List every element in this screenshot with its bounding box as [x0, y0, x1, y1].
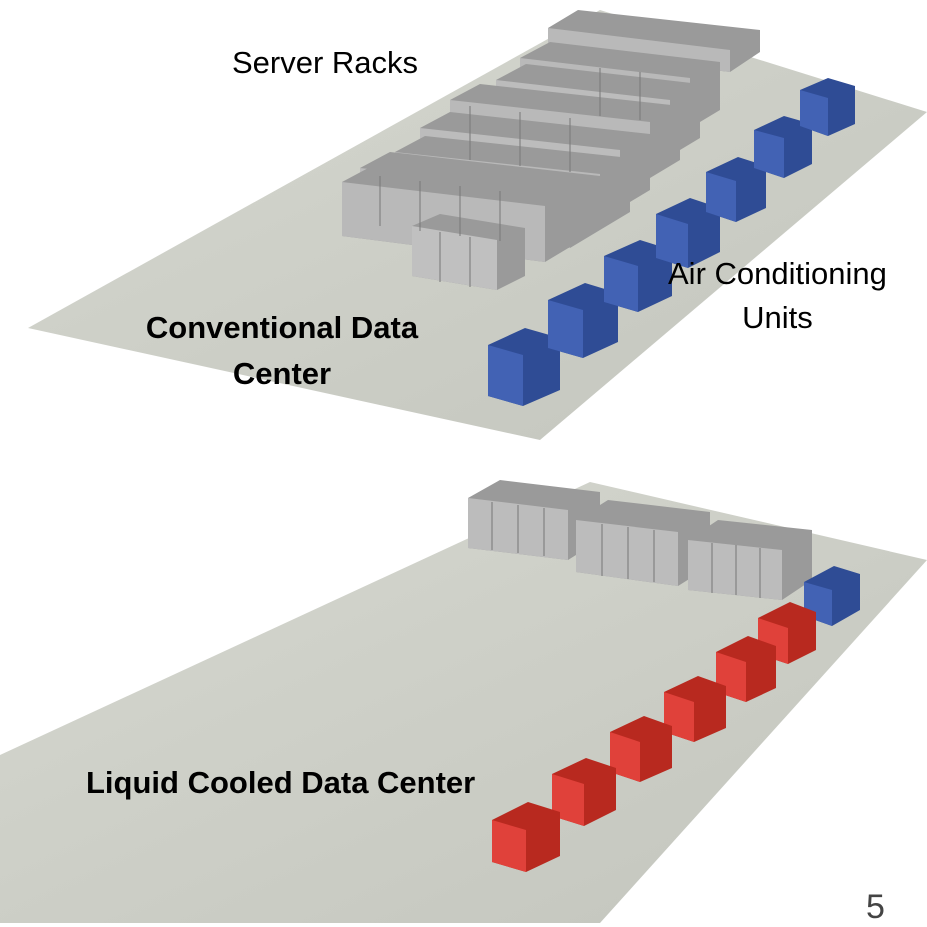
air-conditioning-units [488, 78, 855, 406]
cooling-units [492, 566, 860, 872]
rack-clusters [468, 480, 812, 600]
ac-unit [604, 240, 672, 312]
red-cooling-unit [610, 716, 672, 782]
page-number: 5 [866, 888, 885, 926]
conventional-label-line-1: Conventional Data [145, 310, 419, 345]
rack-cluster [688, 520, 812, 600]
conventional-label-line-2: Center [232, 356, 332, 391]
air-conditioning-label-line-1: Air Conditioning [668, 256, 887, 291]
air-conditioning-label: Air Conditioning Units [668, 252, 887, 340]
ac-unit [548, 283, 618, 358]
liquid-cooled-floor [0, 482, 927, 923]
red-cooling-unit [492, 802, 560, 872]
air-conditioning-label-line-2: Units [742, 300, 813, 335]
ac-unit [706, 157, 766, 222]
server-racks-label: Server Racks [232, 45, 419, 80]
ac-unit [800, 78, 855, 136]
rack-cluster [468, 480, 600, 560]
liquid-cooled-data-center-label: Liquid Cooled Data Center [86, 765, 476, 800]
ac-unit [754, 116, 812, 178]
server-rack-rows [342, 10, 760, 290]
conventional-data-center-label: Conventional Data Center [112, 305, 452, 397]
rack-row [412, 214, 525, 290]
ac-unit [656, 198, 720, 268]
ac-unit [488, 328, 560, 406]
